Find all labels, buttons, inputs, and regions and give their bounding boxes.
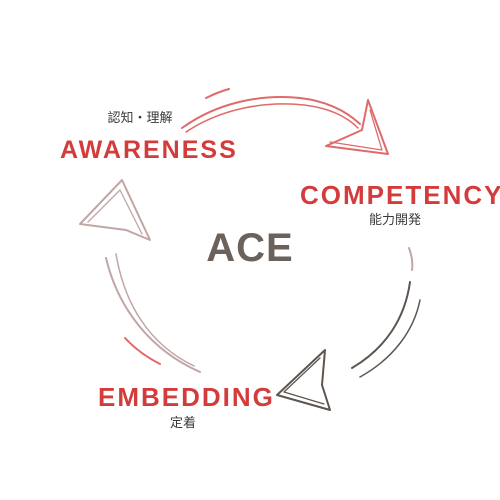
stage-awareness: 認知・理解 AWARENESS: [60, 111, 238, 164]
stage-embedding: EMBEDDING 定着: [98, 382, 275, 431]
arrow-awareness-to-competency: [181, 88, 389, 155]
stage-competency-subtitle: 能力開発: [368, 213, 421, 228]
stage-competency: COMPETENCY 能力開発: [300, 180, 500, 228]
stage-embedding-subtitle: 定着: [169, 416, 196, 431]
arrow-embedding-to-awareness: [79, 179, 201, 373]
stage-embedding-name: EMBEDDING: [98, 382, 275, 412]
stage-awareness-subtitle: 認知・理解: [107, 111, 173, 126]
stage-awareness-name: AWARENESS: [60, 136, 238, 164]
stage-competency-name: COMPETENCY: [300, 180, 500, 210]
center-title: ACE: [206, 226, 294, 270]
arrow-competency-to-embedding: [276, 247, 421, 411]
